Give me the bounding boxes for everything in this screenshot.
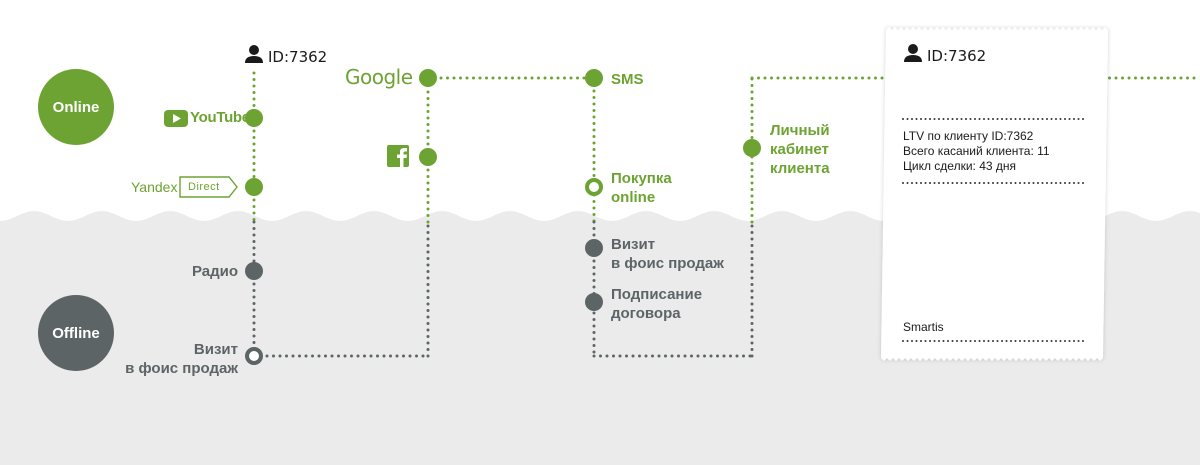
card-ltv-line: LTV по клиенту ID:7362: [903, 129, 1034, 143]
offline-zone-label: Offline: [52, 325, 100, 342]
google-logo: Google: [345, 65, 413, 89]
radio-node: [245, 262, 263, 280]
office-visit-2-label: Визит в фоис продаж: [611, 236, 724, 272]
radio-label: Радио: [191, 263, 238, 280]
personal-cabinet-label: Личный кабинет клиента: [770, 122, 830, 177]
receipt-card-body: [881, 27, 1108, 361]
yandex-node: [245, 178, 263, 196]
google-node: [419, 69, 437, 87]
purchase-online-label: Покупка online: [611, 170, 672, 206]
sms-node: [585, 69, 603, 87]
purchase-online-node: [585, 178, 603, 196]
card-touches-line: Всего касаний клиента: 11: [903, 144, 1050, 158]
office-visit-label: Визит в фоис продаж: [125, 341, 238, 377]
direct-tag-text: Direct: [188, 181, 220, 193]
contract-signing-label: Подписание договора: [611, 286, 703, 322]
customer-id-label: ID:7362: [268, 48, 328, 66]
sms-label: SMS: [611, 71, 644, 88]
card-customer-id: ID:7362: [927, 47, 987, 65]
online-zone-label: Online: [52, 99, 100, 116]
office-visit-2-node: [585, 239, 603, 257]
yandex-logo-text: Yandex: [131, 179, 178, 195]
online-zone-circle: [38, 69, 114, 145]
card-cycle-line: Цикл сделки: 43 дня: [903, 159, 1017, 173]
facebook-node: [419, 148, 437, 166]
card-footer-brand: Smartis: [903, 320, 944, 334]
offline-zone-circle: [38, 295, 114, 371]
personal-cabinet-node: [743, 139, 761, 157]
office-visit-node: [245, 347, 263, 365]
youtube-logo-text: YouTube: [190, 109, 250, 126]
contract-signing-node: [585, 293, 603, 311]
youtube-node: [245, 109, 263, 127]
